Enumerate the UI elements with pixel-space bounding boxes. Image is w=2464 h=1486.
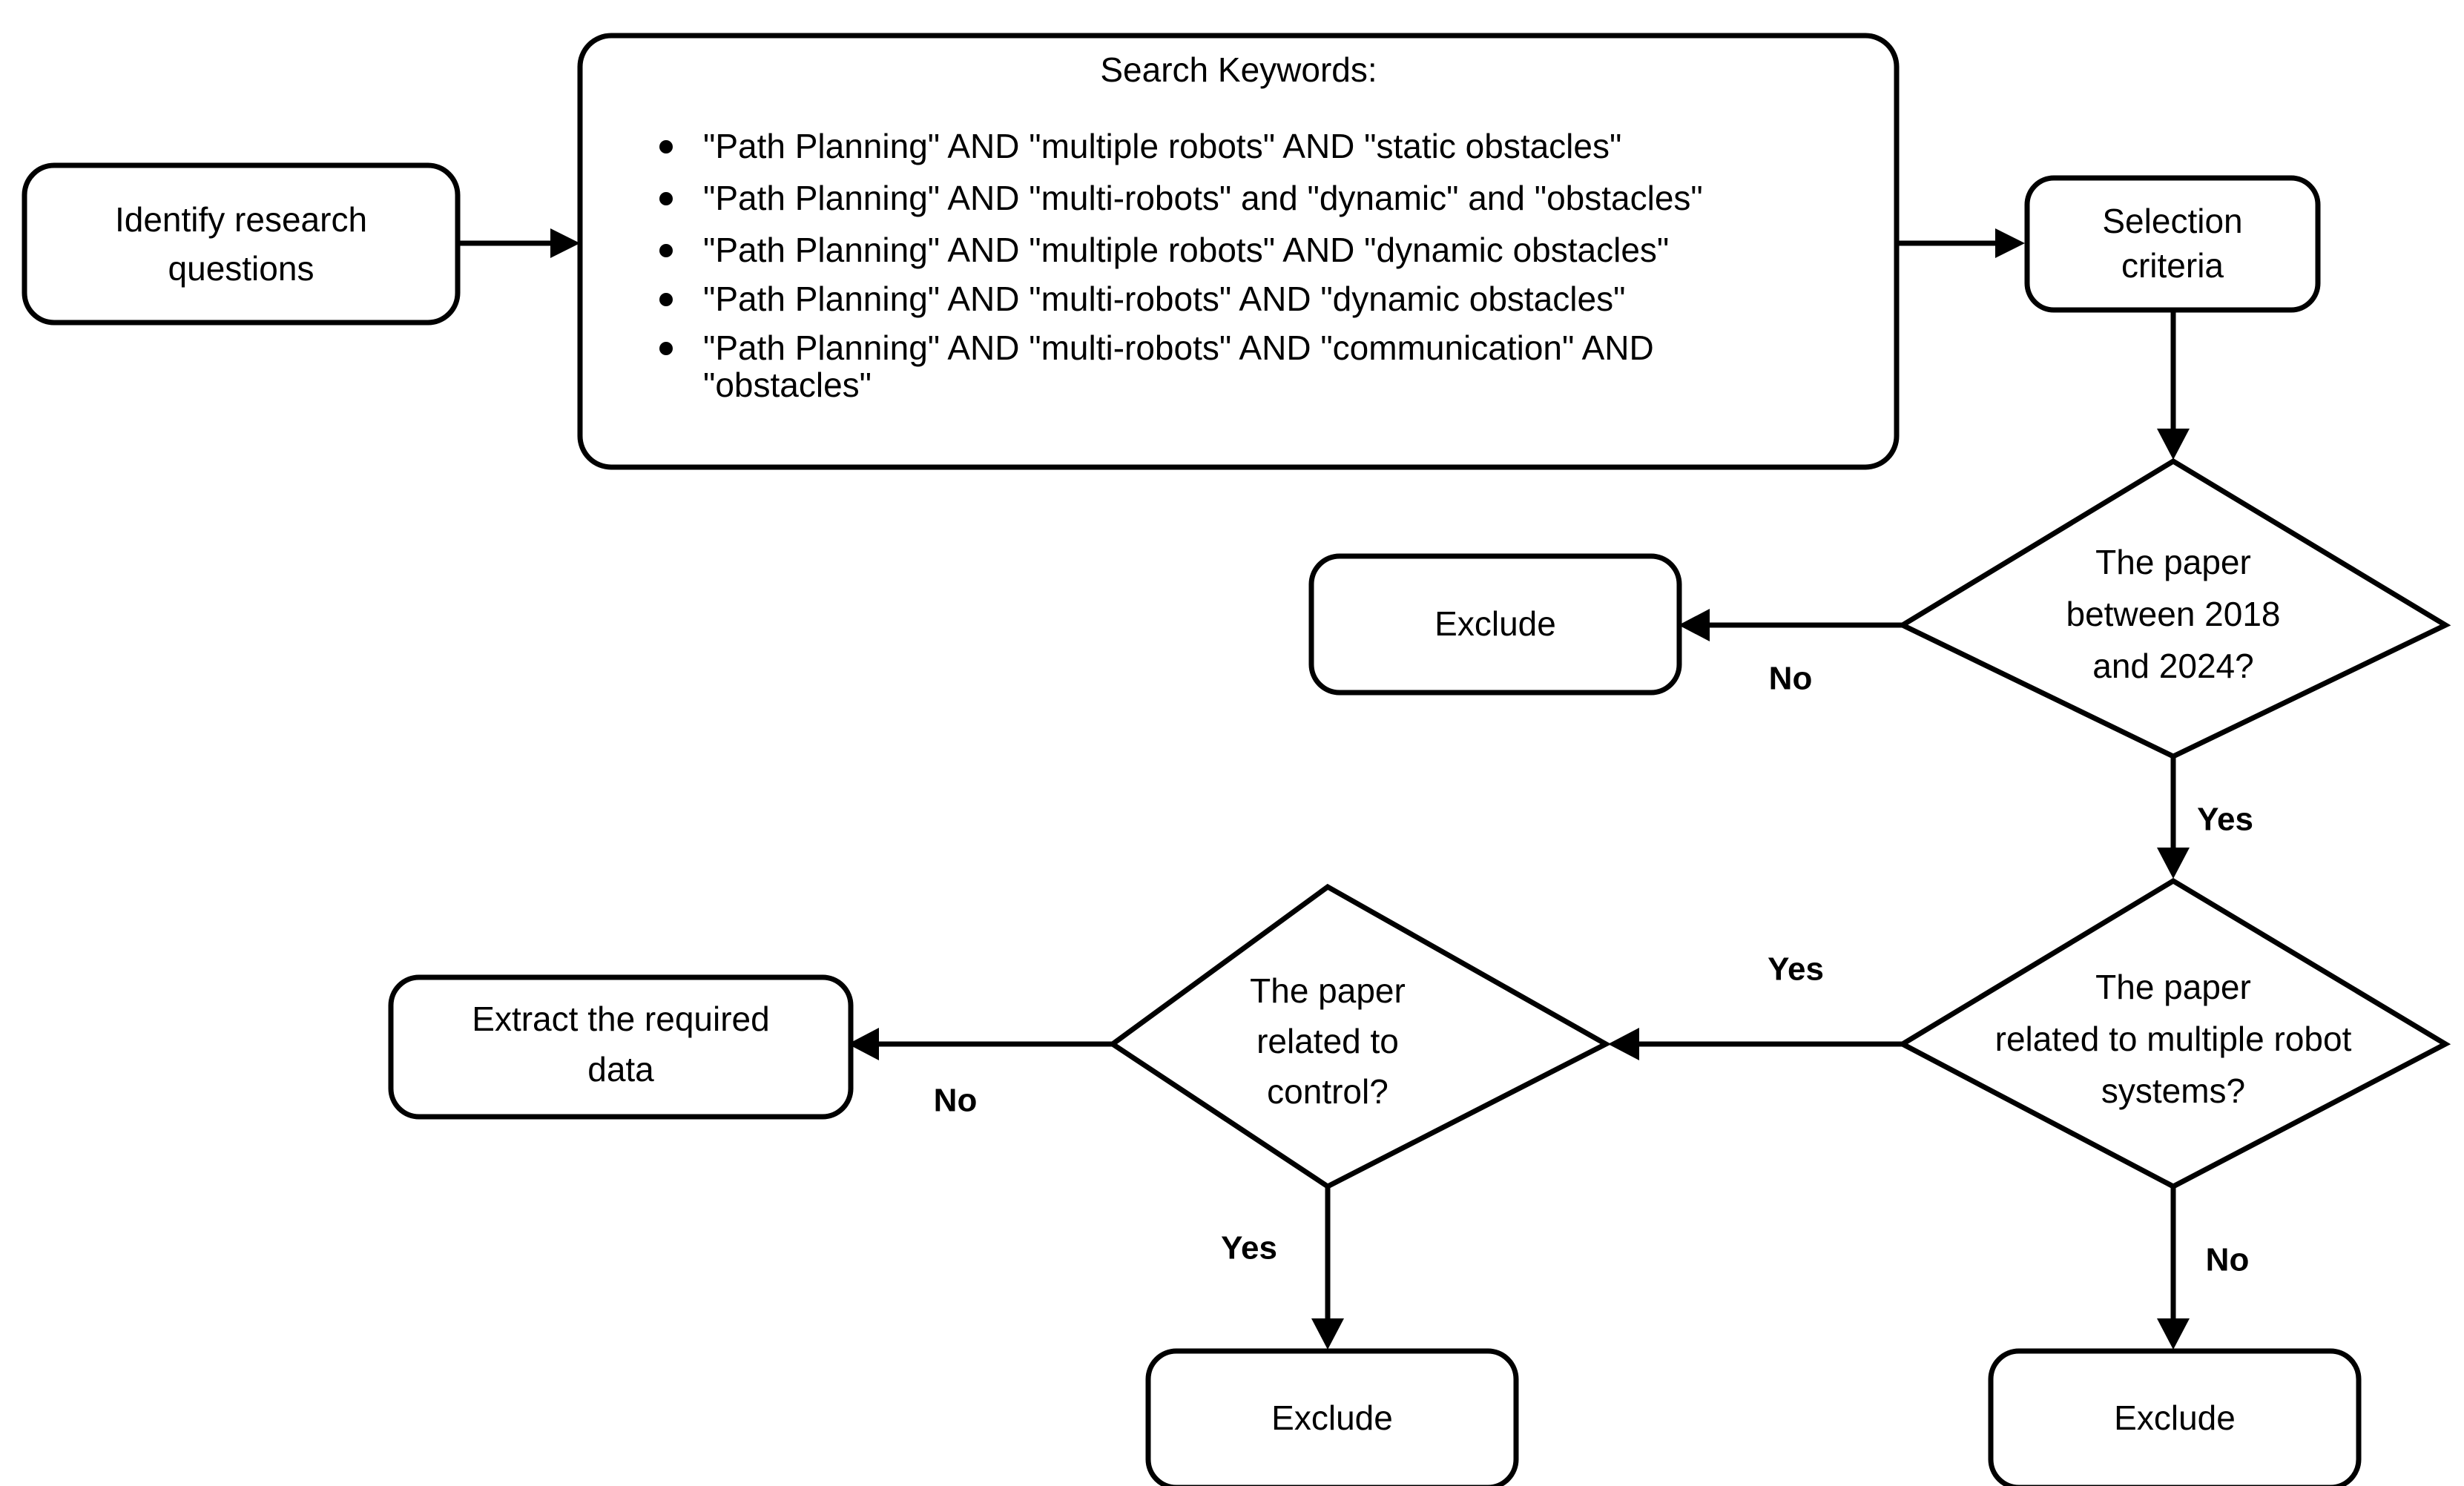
exclude-multirobot-box[interactable] <box>1988 1348 2362 1486</box>
bullet-icon <box>659 192 673 205</box>
decision-control-line-1: The paper <box>1250 971 1406 1010</box>
connector-identify-to-keywords <box>458 228 580 258</box>
decision-year-line-3: and 2024? <box>2092 647 2253 685</box>
keywords-title: Search Keywords: <box>1100 50 1377 89</box>
selection-line-1: Selection <box>2102 202 2242 240</box>
edge-label-year-no: No <box>1769 661 1813 697</box>
identify-line-2: questions <box>168 249 314 288</box>
decision-control-diamond[interactable] <box>1107 883 1612 1190</box>
node-decision-paper-year[interactable]: The paper between 2018 and 2024? <box>1897 458 2451 759</box>
node-search-keywords[interactable]: Search Keywords: "Path Planning" AND "mu… <box>577 33 1900 470</box>
exclude-control-box[interactable] <box>1145 1348 1519 1486</box>
selection-box[interactable] <box>2024 175 2321 313</box>
decision-year-line-2: between 2018 <box>2066 595 2280 633</box>
decision-multirobot-line-1: The paper <box>2095 968 2251 1006</box>
keyword-item-5: "Path Planning" AND "multi-robots" AND "… <box>703 328 1654 367</box>
connector-decision-multirobot-yes-to-decision-control <box>1608 1028 1903 1060</box>
decision-year-line-1: The paper <box>2095 543 2251 581</box>
connector-keywords-to-selection <box>1897 228 2025 258</box>
decision-control-line-2: related to <box>1256 1022 1399 1060</box>
connector-decision-multirobot-no-to-exclude <box>2157 1186 2190 1350</box>
identify-line-1: Identify research <box>115 200 367 239</box>
edge-label-year-yes: Yes <box>2197 802 2253 838</box>
edge-label-control-no: No <box>934 1083 978 1119</box>
extract-line-1: Extract the required <box>472 1000 769 1038</box>
keyword-item-5-wrap: "obstacles" <box>703 366 872 404</box>
connector-selection-to-decision-year <box>2157 310 2190 460</box>
node-identify-research-questions[interactable]: Identify research questions <box>22 162 461 326</box>
connector-decision-control-yes-to-exclude <box>1311 1186 1344 1350</box>
connector-decision-control-no-to-extract <box>848 1028 1113 1060</box>
decision-year-diamond[interactable] <box>1897 458 2451 759</box>
edge-label-multirobot-yes: Yes <box>1768 951 1824 988</box>
node-exclude-control[interactable]: Exclude <box>1145 1348 1519 1486</box>
node-decision-multiple-robot-systems[interactable]: The paper related to multiple robot syst… <box>1897 877 2451 1189</box>
node-exclude-year[interactable]: Exclude <box>1308 553 1682 696</box>
keyword-item-1: "Path Planning" AND "multiple robots" AN… <box>703 127 1621 165</box>
edge-label-control-yes: Yes <box>1221 1230 1277 1267</box>
exclude-year-box[interactable] <box>1308 553 1682 696</box>
bullet-icon <box>659 293 673 306</box>
node-extract-required-data[interactable]: Extract the required data <box>388 974 854 1120</box>
edge-label-multirobot-no: No <box>2206 1242 2250 1278</box>
exclude-year-label: Exclude <box>1434 604 1556 643</box>
exclude-control-label: Exclude <box>1271 1399 1393 1437</box>
bullet-icon <box>659 244 673 257</box>
bullet-icon <box>659 140 673 153</box>
connector-decision-year-yes-to-decision-multirobot <box>2157 758 2190 879</box>
keyword-item-4: "Path Planning" AND "multi-robots" AND "… <box>703 280 1625 318</box>
decision-multirobot-line-3: systems? <box>2101 1071 2245 1110</box>
decision-control-line-3: control? <box>1267 1072 1389 1111</box>
bullet-icon <box>659 342 673 355</box>
node-exclude-multirobot[interactable]: Exclude <box>1988 1348 2362 1486</box>
keyword-item-2: "Path Planning" AND "multi-robots" and "… <box>703 179 1703 217</box>
extract-line-2: data <box>587 1050 654 1089</box>
decision-multirobot-diamond[interactable] <box>1897 877 2451 1189</box>
connector-decision-year-no-to-exclude <box>1679 609 1903 641</box>
node-selection-criteria[interactable]: Selection criteria <box>2024 175 2321 313</box>
decision-multirobot-line-2: related to multiple robot <box>1995 1020 2352 1058</box>
exclude-multirobot-label: Exclude <box>2114 1399 2236 1437</box>
keywords-box[interactable] <box>577 33 1900 470</box>
keyword-item-3: "Path Planning" AND "multiple robots" AN… <box>703 231 1669 269</box>
extract-box[interactable] <box>388 974 854 1120</box>
selection-line-2: criteria <box>2121 246 2224 285</box>
node-decision-paper-control[interactable]: The paper related to control? <box>1107 883 1612 1190</box>
identify-box[interactable] <box>22 162 461 326</box>
